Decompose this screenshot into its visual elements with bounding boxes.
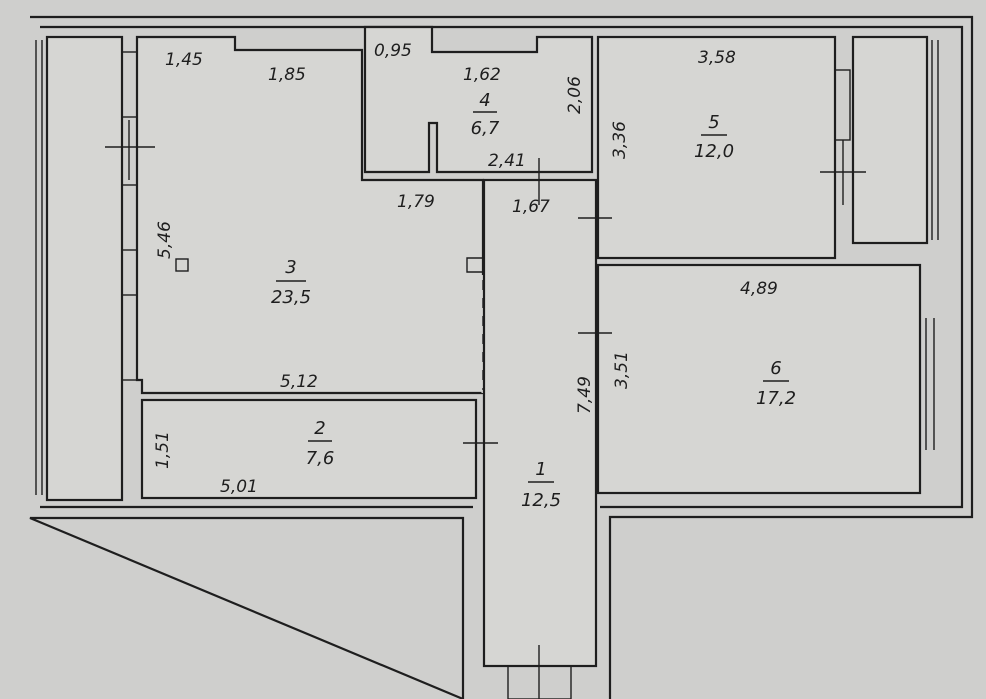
room-1 (482, 178, 598, 668)
room-number: 3 (285, 257, 296, 278)
dimension-label: 1,67 (512, 197, 550, 217)
dimension-label: 3,51 (612, 351, 632, 389)
dimension-label: 7,49 (575, 376, 595, 414)
dimension-label: 1,85 (268, 65, 306, 85)
dimension-label: 5,46 (155, 221, 175, 259)
room-6 (596, 263, 922, 495)
window-room-5 (834, 69, 851, 141)
room-area: 12,0 (694, 141, 734, 162)
outer-wall (29, 15, 974, 699)
dimension-label: 2,41 (488, 151, 526, 171)
room-number: 1 (535, 459, 546, 480)
inner-outer-wall (40, 25, 964, 509)
balcony-right (851, 35, 929, 245)
window-room-3-a (121, 51, 138, 118)
room-area: 23,5 (271, 287, 311, 308)
window-room-3-b (121, 184, 138, 251)
dimension-label: 1,62 (463, 65, 501, 85)
room-number: 4 (479, 90, 490, 111)
room-label-4: 4 6,7 (471, 90, 500, 139)
room-area: 12,5 (521, 490, 561, 511)
room-number: 2 (314, 418, 325, 439)
room-label-1: 1 12,5 (521, 459, 561, 511)
dimension-label: 3,58 (698, 48, 736, 68)
room-4 (363, 25, 594, 174)
dimension-label: 1,79 (397, 192, 435, 212)
dimension-label: 0,95 (374, 41, 412, 61)
door-markers (105, 120, 866, 699)
room-number: 6 (770, 358, 781, 379)
room-area: 6,7 (471, 118, 500, 139)
room-area: 17,2 (756, 388, 796, 409)
vent-icon (175, 258, 189, 272)
room-label-3: 3 23,5 (271, 257, 311, 308)
window-room-3-c (121, 294, 138, 381)
balcony-left (45, 35, 124, 502)
room-label-5: 5 12,0 (694, 112, 734, 162)
room-2 (140, 398, 478, 500)
dimension-label: 4,89 (740, 279, 778, 299)
dimension-label: 2,06 (565, 76, 585, 114)
dimension-label: 3,36 (610, 121, 630, 159)
dimension-label: 5,01 (220, 477, 258, 497)
room-label-6: 6 17,2 (756, 358, 796, 409)
dimension-label: 1,45 (165, 50, 203, 70)
room-label-2: 2 7,6 (306, 418, 335, 469)
room-5 (596, 35, 837, 260)
dimension-label: 1,51 (153, 431, 173, 469)
dimension-label: 5,12 (280, 372, 318, 392)
room-area: 7,6 (306, 448, 335, 469)
room-number: 5 (708, 112, 719, 133)
niche (466, 257, 483, 273)
